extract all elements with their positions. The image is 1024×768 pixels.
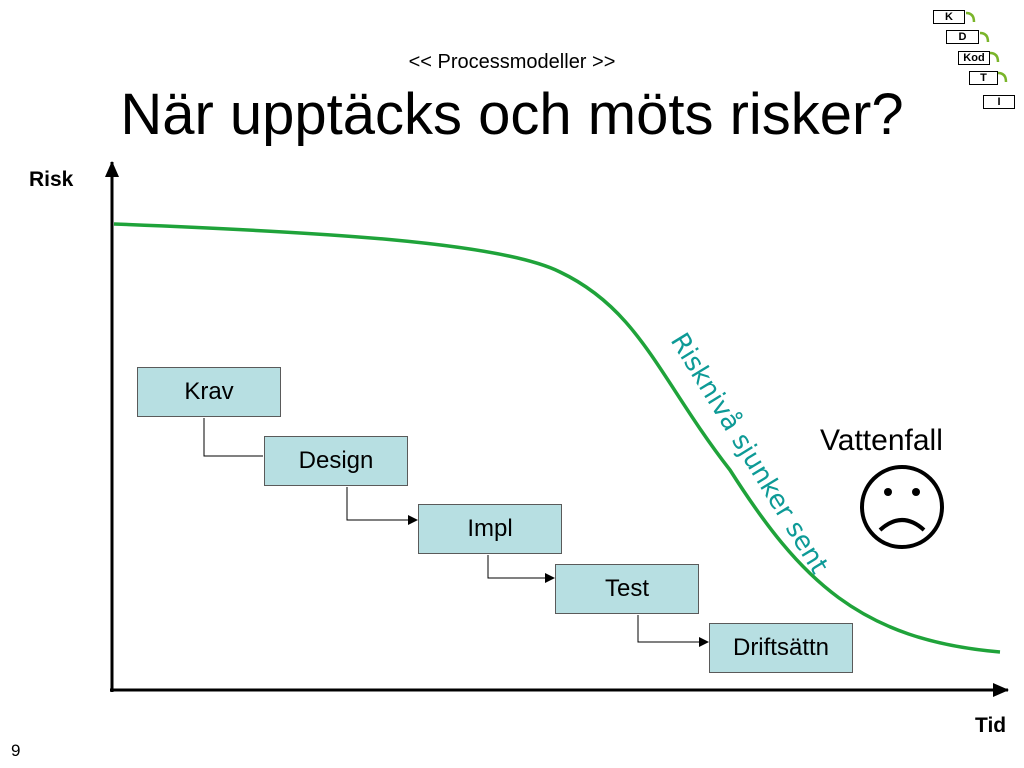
risk-curve: [113, 222, 1001, 654]
frown-face-icon: [860, 465, 944, 549]
model-label: Vattenfall: [820, 424, 943, 457]
connector-test-drift: [637, 615, 709, 647]
connector-impl-test: [487, 555, 555, 583]
curve-label: Risknivå sjunker sent: [664, 327, 835, 579]
mini-step-t: T: [969, 71, 998, 85]
mini-step-i: I: [983, 95, 1015, 109]
step-impl: Impl: [418, 504, 562, 554]
page-number: 9: [11, 741, 21, 760]
step-test: Test: [555, 564, 699, 614]
slide-subtitle: << Processmodeller >>: [408, 51, 616, 73]
y-axis-label: Risk: [29, 168, 74, 191]
mini-step-arrows: [965, 11, 1008, 83]
connector-krav-design: [203, 418, 263, 457]
slide-title: När upptäcks och möts risker?: [120, 82, 904, 147]
step-driftsattn: Driftsättn: [709, 623, 853, 673]
connector-design-impl: [346, 487, 418, 525]
step-design: Design: [264, 436, 408, 486]
x-axis-label: Tid: [975, 714, 1007, 737]
mini-step-kod: Kod: [958, 51, 990, 65]
mini-step-d: D: [946, 30, 979, 44]
mini-step-k: K: [933, 10, 965, 24]
step-krav: Krav: [137, 367, 281, 417]
